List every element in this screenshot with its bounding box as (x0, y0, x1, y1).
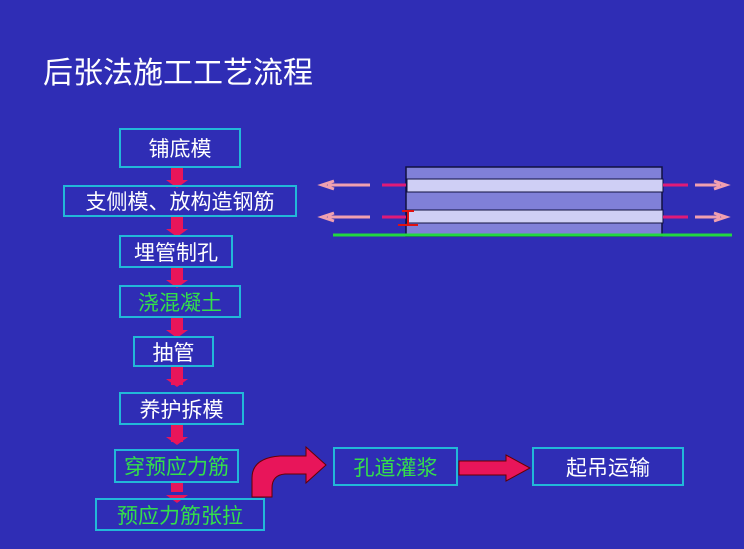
flow-arrow-icon (166, 168, 188, 188)
right-arrow-icon (458, 454, 532, 482)
flow-arrow-icon (166, 268, 188, 288)
right-tension-arrow-icon (695, 211, 731, 223)
flow-arrow-icon (166, 367, 188, 387)
step-embed-duct: 埋管制孔 (119, 235, 233, 268)
left-tension-arrow-icon (317, 179, 370, 191)
step-pour-concrete: 浇混凝土 (119, 285, 241, 318)
beam-diagram (317, 166, 732, 237)
step-tension-tendons: 预应力筋张拉 (95, 498, 265, 531)
step-lift-transport: 起吊运输 (532, 447, 684, 486)
curved-arrow-icon (251, 445, 327, 498)
left-tension-arrow-icon (317, 211, 370, 223)
flow-arrow-icon (166, 217, 188, 237)
step-thread-tendons: 穿预应力筋 (114, 449, 239, 483)
step-lay-bottom-form: 铺底模 (119, 128, 241, 168)
step-extract-pipe: 抽管 (133, 336, 214, 367)
step-side-forms-rebar: 支侧模、放构造钢筋 (63, 185, 297, 217)
flow-arrow-icon (166, 425, 188, 445)
step-cure-demold: 养护拆模 (119, 392, 244, 425)
anchor-icon (398, 210, 418, 226)
step-duct-grouting: 孔道灌浆 (333, 447, 458, 486)
flow-arrow-icon (166, 318, 188, 338)
slide-title: 后张法施工工艺流程 (43, 56, 313, 91)
right-tension-arrow-icon (695, 179, 731, 191)
